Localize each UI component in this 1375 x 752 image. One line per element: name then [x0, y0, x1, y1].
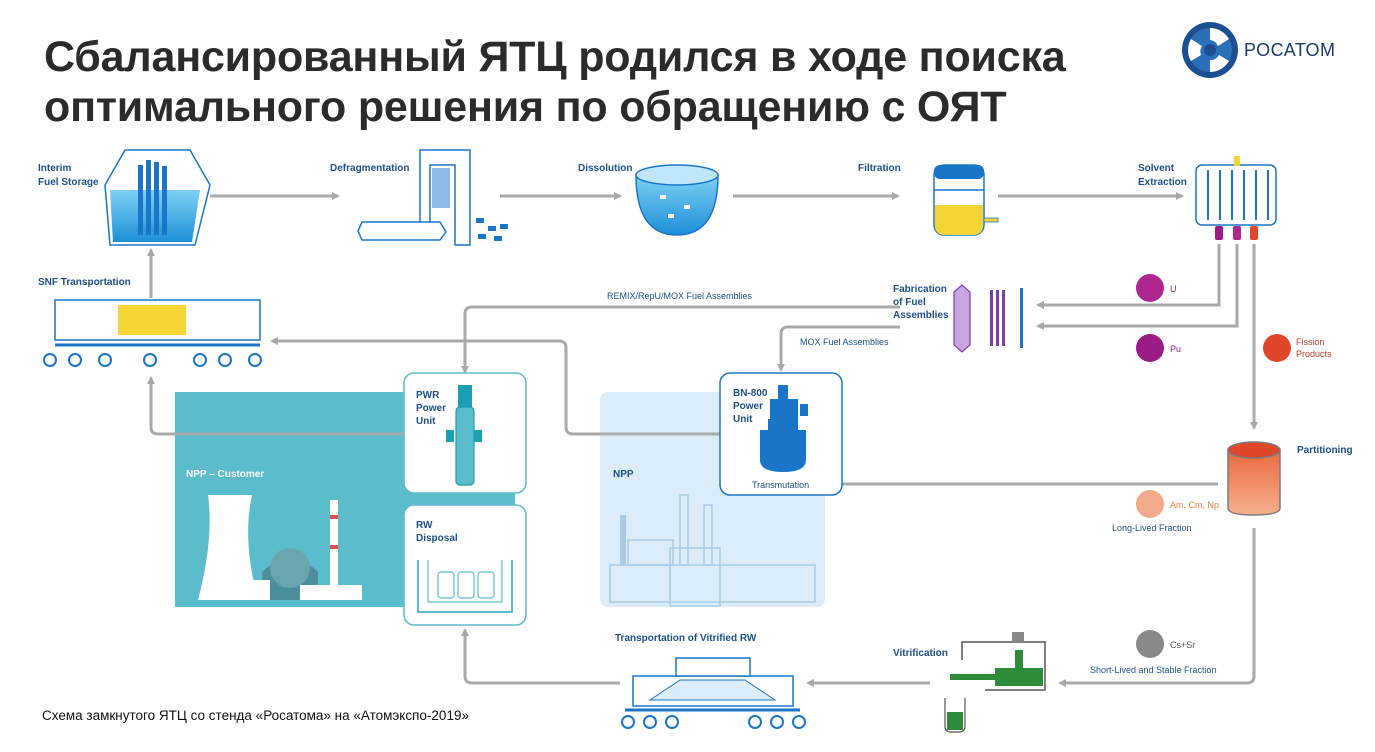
- rosatom-logo: [1180, 20, 1355, 80]
- bn800-label-1: BN-800: [733, 388, 768, 399]
- short-lived-label: Short-Lived and Stable Fraction: [1090, 665, 1217, 675]
- cs-sr-label: Cs+Sr: [1170, 640, 1195, 650]
- npp-label: NPP: [613, 469, 634, 480]
- interim-storage-label-2: Fuel Storage: [38, 177, 99, 188]
- pwr-label-1: PWR: [416, 390, 440, 401]
- uranium-label: U: [1170, 284, 1177, 294]
- fabrication-label-2: of Fuel: [893, 297, 926, 308]
- fission-label-1: Fission: [1296, 337, 1325, 347]
- bn800-unit: BN-800 Power Unit Transmutation: [719, 372, 843, 496]
- pwr-unit: PWR Power Unit: [403, 372, 527, 494]
- fabrication-stage: Fabrication of Fuel Assemblies REMIX/Rep…: [607, 284, 1023, 353]
- interim-fuel-storage: Interim Fuel Storage: [38, 149, 211, 246]
- partitioning-label: Partitioning: [1297, 445, 1353, 456]
- dissolution-stage: Dissolution: [578, 163, 719, 236]
- rosatom-emblem-icon: [1182, 22, 1238, 78]
- plutonium-label: Pu: [1170, 344, 1181, 354]
- cs-sr-dot: [1136, 630, 1164, 658]
- solvent-extraction-label-1: Solvent: [1138, 163, 1175, 174]
- fabrication-label-1: Fabrication: [893, 284, 947, 295]
- rw-transport-label: Transportation of Vitrified RW: [615, 633, 757, 644]
- filtration-stage: Filtration: [858, 163, 999, 236]
- uranium-dot: [1136, 274, 1164, 302]
- bn800-label-2: Power: [733, 401, 763, 412]
- solvent-extraction-label-2: Extraction: [1138, 177, 1187, 188]
- fission-products-dot: [1263, 334, 1291, 362]
- rw-disposal-label-1: RW: [416, 520, 433, 531]
- vitrification-stage: Vitrification: [893, 632, 1046, 733]
- image-caption: Схема замкнутого ЯТЦ со стенда «Росатома…: [42, 708, 469, 723]
- plutonium-dot: [1136, 334, 1164, 362]
- flow-arrows: [147, 192, 1258, 687]
- filtration-label: Filtration: [858, 163, 901, 174]
- am-cm-np-label: Am, Cm, Np: [1170, 500, 1219, 510]
- pwr-label-3: Unit: [416, 416, 436, 427]
- solvent-extraction-stage: Solvent Extraction: [1138, 156, 1277, 240]
- long-lived-label: Long-Lived Fraction: [1112, 523, 1192, 533]
- mox-flow-label: MOX Fuel Assemblies: [800, 337, 889, 347]
- fission-label-2: Products: [1296, 349, 1332, 359]
- snf-transportation: SNF Transportation: [38, 277, 262, 367]
- dissolution-label: Dissolution: [578, 163, 632, 174]
- pwr-label-2: Power: [416, 403, 446, 414]
- am-cm-np-dot: [1136, 490, 1164, 518]
- defragmentation-label: Defragmentation: [330, 163, 409, 174]
- remix-flow-label: REMIX/RepU/MOX Fuel Assemblies: [607, 291, 753, 301]
- rw-disposal: RW Disposal: [403, 504, 527, 626]
- snf-transport-label: SNF Transportation: [38, 277, 131, 288]
- bn800-label-3: Unit: [733, 414, 753, 425]
- npp-customer-area: NPP – Customer: [175, 392, 515, 607]
- product-markers: U Pu Fission Products Am, Cm, Np Long-Li…: [1090, 274, 1332, 675]
- rosatom-wordmark: РОСАТОМ: [1244, 40, 1336, 60]
- defragmentation-stage: Defragmentation: [330, 149, 508, 246]
- interim-storage-label-1: Interim: [38, 163, 71, 174]
- vitrification-label: Vitrification: [893, 648, 948, 659]
- rw-transport: Transportation of Vitrified RW: [615, 633, 806, 729]
- page-title: Сбалансированный ЯТЦ родился в ходе поис…: [44, 33, 1066, 131]
- fabrication-label-3: Assemblies: [893, 310, 949, 321]
- transmutation-label: Transmutation: [752, 480, 809, 490]
- partitioning-stage: Partitioning: [1227, 441, 1353, 516]
- npp-customer-label: NPP – Customer: [186, 469, 264, 480]
- rw-disposal-label-2: Disposal: [416, 533, 458, 544]
